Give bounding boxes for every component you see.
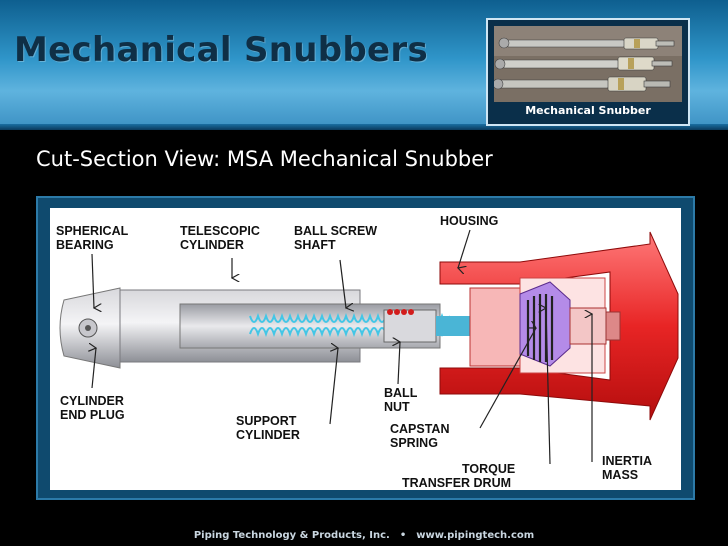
slide-title: Mechanical Snubbers: [14, 30, 428, 70]
label-spherical-bearing: SPHERICAL BEARING: [56, 224, 129, 252]
product-photo-frame: Mechanical Snubber: [486, 18, 690, 126]
slide-subtitle: Cut-Section View: MSA Mechanical Snubber: [36, 147, 493, 171]
footer-company: Piping Technology & Products, Inc.: [193, 530, 390, 541]
label-inertia-mass: INERTIA MASS: [602, 454, 652, 482]
label-capstan-spring: CAPSTAN SPRING: [390, 422, 450, 450]
label-support-cylinder: SUPPORT CYLINDER: [236, 414, 300, 442]
label-telescopic-cylinder: TELESCOPIC CYLINDER: [180, 224, 260, 252]
label-housing: HOUSING: [440, 214, 499, 228]
footer-separator: •: [399, 530, 407, 541]
diagram-frame: SPHERICAL BEARING TELESCOPIC CYLINDER BA…: [36, 196, 695, 500]
label-torque-transfer-drum: TORQUE TRANSFER DRUM: [402, 462, 516, 490]
cut-section-diagram: SPHERICAL BEARING TELESCOPIC CYLINDER BA…: [50, 208, 681, 490]
label-cylinder-end-plug: CYLINDER END PLUG: [60, 394, 125, 422]
footer: Piping Technology & Products, Inc. • www.p…: [0, 530, 728, 541]
footer-website: www.pipingtech.com: [416, 530, 535, 541]
label-ball-nut: BALL NUT: [384, 386, 418, 414]
label-ball-screw-shaft: BALL SCREW SHAFT: [294, 224, 378, 252]
photo-caption: Mechanical Snubber: [525, 104, 651, 117]
product-photo: [494, 26, 682, 102]
